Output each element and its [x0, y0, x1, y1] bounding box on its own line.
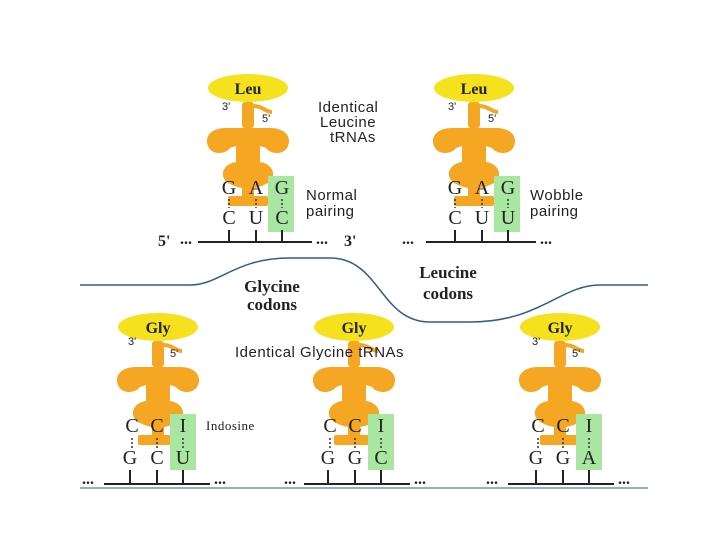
svg-text:C: C: [556, 415, 569, 437]
svg-text:C: C: [448, 207, 461, 229]
pairing-normal: G A G C U C 5' ... ... 3': [158, 176, 356, 250]
svg-text:...: ...: [284, 471, 296, 488]
three-prime-label: 3': [222, 101, 230, 113]
amino-acid-oval: [434, 74, 514, 102]
five-prime-label: 5': [262, 113, 270, 125]
svg-text:...: ...: [214, 471, 226, 488]
svg-text:C: C: [374, 447, 387, 469]
svg-text:G: G: [501, 177, 515, 199]
amino-acid-oval: [208, 74, 288, 102]
trna-leu-wobble: Leu 3' 5': [432, 74, 516, 206]
amino-acid-label: Gly: [146, 320, 171, 337]
svg-text:pairing: pairing: [306, 203, 355, 220]
svg-text:...: ...: [486, 471, 498, 488]
svg-text:C: C: [348, 415, 361, 437]
svg-text:C: C: [275, 207, 288, 229]
svg-text:Glycine: Glycine: [244, 277, 300, 296]
mrna-3-prime: 3': [344, 233, 356, 250]
svg-text:Normal: Normal: [306, 187, 357, 204]
svg-text:G: G: [556, 447, 570, 469]
svg-text:A: A: [475, 177, 490, 199]
wobble-highlight: [268, 176, 294, 232]
svg-text:I: I: [586, 415, 593, 437]
trna-cloverleaf: [312, 341, 396, 445]
leucine-codons-label: Leucine codons: [419, 263, 477, 303]
amino-acid-label: Leu: [235, 81, 262, 98]
mrna-5-prime: 5': [158, 233, 170, 250]
normal-pairing-label: Normal pairing: [306, 187, 357, 220]
pairing-gly-2: C C I G G C ... ...: [284, 414, 426, 488]
trna-gly-3: Gly 3' 5': [518, 313, 602, 445]
svg-text:Leucine: Leucine: [419, 263, 477, 282]
glycine-codons-label: Glycine codons: [244, 277, 300, 314]
trna-cloverleaf: [206, 102, 290, 206]
three-prime-label: 3': [448, 101, 456, 113]
amino-acid-label: Gly: [342, 320, 367, 337]
trna-cloverleaf: [518, 341, 602, 445]
svg-text:C: C: [531, 415, 544, 437]
svg-text:A: A: [249, 177, 264, 199]
svg-text:codons: codons: [423, 284, 473, 303]
identical-leucine-label: Identical Leucine tRNAs: [318, 99, 378, 146]
pairing-gly-1: C C I G C U ... ...: [82, 414, 226, 488]
svg-text:U: U: [475, 207, 490, 229]
trna-cloverleaf: [432, 102, 516, 206]
svg-text:C: C: [150, 447, 163, 469]
svg-text:U: U: [176, 447, 191, 469]
svg-text:Wobble: Wobble: [530, 187, 584, 204]
amino-acid-oval: [118, 313, 198, 341]
svg-text:A: A: [582, 447, 597, 469]
svg-text:C: C: [222, 207, 235, 229]
svg-text:C: C: [323, 415, 336, 437]
svg-text:...: ...: [414, 471, 426, 488]
trna-cloverleaf: [116, 341, 200, 445]
svg-text:G: G: [529, 447, 543, 469]
trna-gly-1: Gly 3' 5': [116, 313, 200, 445]
five-prime-label: 5': [170, 348, 178, 360]
svg-text:U: U: [501, 207, 516, 229]
svg-text:...: ...: [540, 231, 552, 248]
svg-text:G: G: [348, 447, 362, 469]
five-prime-label: 5': [572, 348, 580, 360]
svg-text:pairing: pairing: [530, 203, 579, 220]
svg-text:C: C: [125, 415, 138, 437]
svg-text:codons: codons: [247, 295, 297, 314]
three-prime-label: 3': [532, 336, 540, 348]
svg-text:...: ...: [618, 471, 630, 488]
svg-text:I: I: [378, 415, 385, 437]
svg-text:...: ...: [402, 231, 414, 248]
amino-acid-oval: [520, 313, 600, 341]
three-prime-label: 3': [128, 336, 136, 348]
trna-gly-2: Gly: [312, 313, 396, 445]
svg-text:Identical: Identical: [318, 99, 378, 116]
svg-text:...: ...: [180, 231, 192, 248]
svg-text:...: ...: [316, 231, 328, 248]
svg-text:G: G: [275, 177, 289, 199]
amino-acid-label: Gly: [548, 320, 573, 337]
five-prime-label: 5': [488, 113, 496, 125]
pairing-wobble: G A G C U U ... ...: [402, 176, 552, 248]
svg-text:I: I: [180, 415, 187, 437]
svg-text:G: G: [321, 447, 335, 469]
svg-text:G: G: [123, 447, 137, 469]
amino-acid-oval: [314, 313, 394, 341]
trna-leu-normal: Leu 3' 5': [206, 74, 290, 206]
svg-text:...: ...: [82, 471, 94, 488]
svg-text:G: G: [222, 177, 236, 199]
indosine-label: Indosine: [206, 418, 255, 433]
pairing-gly-3: C C I G G A ... ...: [486, 414, 630, 488]
svg-text:tRNAs: tRNAs: [330, 129, 376, 146]
identical-glycine-label: Identical Glycine tRNAs: [235, 344, 404, 361]
divider-curve: [80, 257, 648, 323]
svg-text:U: U: [249, 207, 264, 229]
svg-text:C: C: [150, 415, 163, 437]
svg-text:Leucine: Leucine: [320, 114, 376, 131]
svg-text:G: G: [448, 177, 462, 199]
amino-acid-label: Leu: [461, 81, 488, 98]
wobble-pairing-label: Wobble pairing: [530, 187, 584, 220]
wobble-highlight: [494, 176, 520, 232]
